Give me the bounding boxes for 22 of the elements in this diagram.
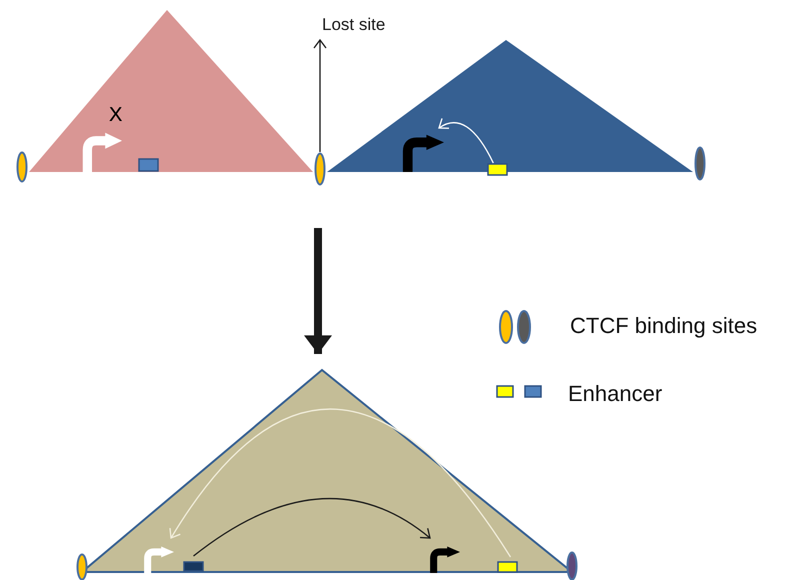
enhancer [497, 561, 518, 573]
domain-triangle [29, 10, 313, 172]
ctcf-site [16, 151, 28, 183]
promoter-arrow [80, 132, 122, 172]
enhancer [138, 158, 159, 172]
legend-label: Enhancer [568, 381, 662, 407]
arrow [304, 228, 332, 354]
arrow [170, 408, 512, 558]
promoter-arrow [428, 546, 460, 573]
arrow [313, 39, 327, 152]
ctcf-site [314, 152, 326, 186]
promoter-arrow [400, 134, 444, 172]
ctcf-site [566, 551, 578, 580]
promoter-arrow [142, 546, 174, 573]
enhancer [487, 163, 508, 176]
legend-label: CTCF binding sites [570, 313, 758, 339]
ctcf-site [76, 553, 88, 580]
arrow [438, 118, 494, 164]
arrow [193, 498, 431, 557]
enhancer [183, 561, 204, 572]
ctcf-site [694, 146, 706, 181]
lost-site-label: Lost site [322, 15, 386, 35]
